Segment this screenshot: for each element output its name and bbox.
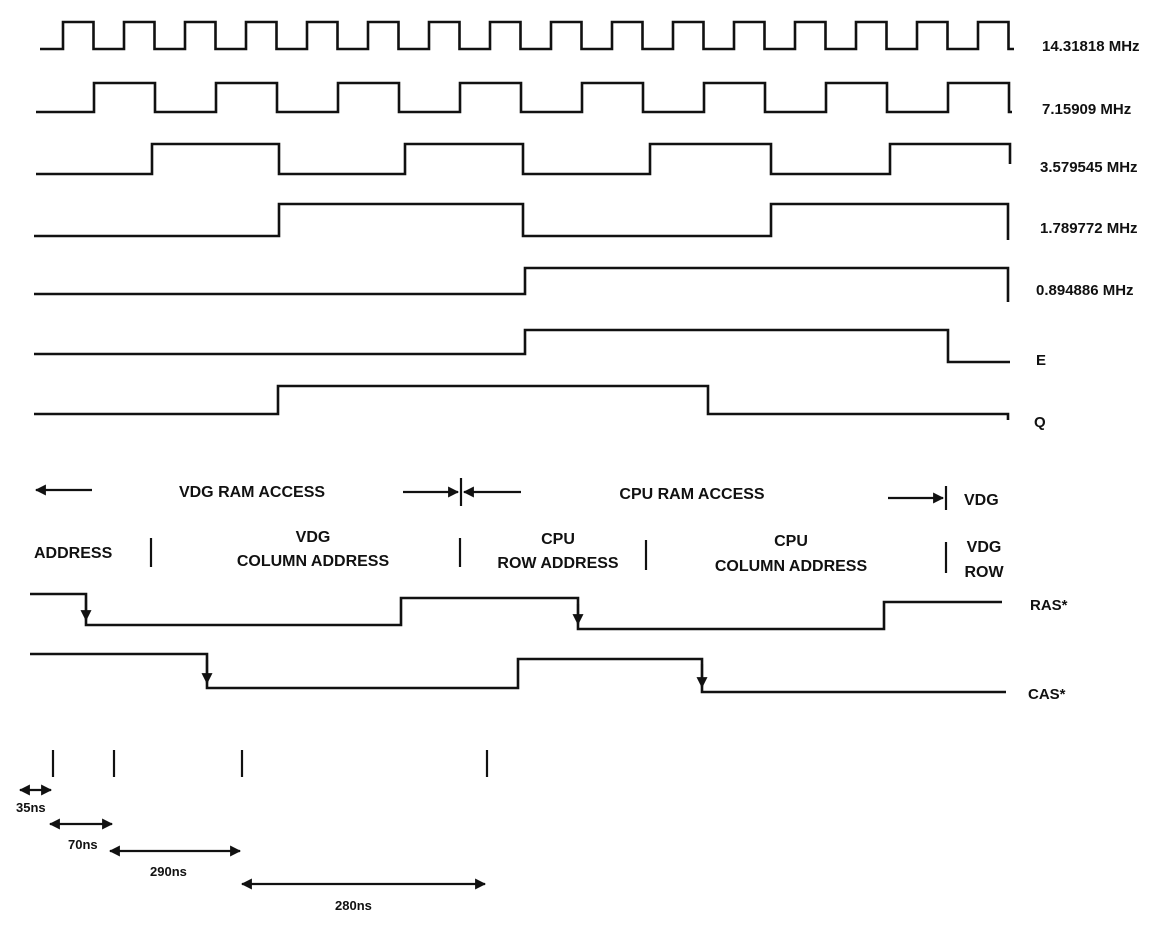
signal-label-14mhz: 14.31818 MHz (1042, 38, 1140, 55)
timing-280ns-label: 280ns (335, 898, 372, 913)
ras-label: RAS* (1030, 597, 1068, 614)
vdg-row-line2: ROW (964, 564, 1004, 581)
vdg-column-address-line2: COLUMN ADDRESS (237, 553, 390, 570)
timing-35ns-label: 35ns (16, 800, 46, 815)
q-signal-waveform (34, 384, 1010, 420)
cpu-ram-access-label: CPU RAM ACCESS (619, 486, 765, 503)
signal-label-1mhz: 1.789772 MHz (1040, 220, 1138, 237)
vdg-column-address-line1: VDG (296, 529, 331, 546)
vdg-ram-access-label: VDG RAM ACCESS (179, 484, 325, 501)
timing-290ns-label: 290ns (150, 864, 187, 879)
cpu-row-address-line2: ROW ADDRESS (497, 555, 619, 572)
clock-1mhz-waveform (34, 202, 1010, 240)
cpu-row-address-line1: CPU (541, 531, 575, 548)
clock-0mhz-waveform (34, 266, 1010, 302)
cpu-column-address-line2: COLUMN ADDRESS (715, 558, 868, 575)
clock-14mhz-waveform (40, 20, 1014, 51)
vdg-next-access-label: VDG (964, 492, 999, 509)
cas-waveform (30, 652, 1006, 694)
cpu-column-address-line1: CPU (774, 533, 808, 550)
e-signal-waveform (34, 328, 1010, 364)
signal-label-0mhz: 0.894886 MHz (1036, 282, 1134, 299)
clock-7mhz-waveform (36, 81, 1012, 114)
ras-waveform (30, 592, 1002, 631)
cas-label: CAS* (1028, 686, 1066, 703)
signal-label-3mhz: 3.579545 MHz (1040, 159, 1138, 176)
clock-3mhz-waveform (36, 142, 1012, 176)
signal-label-q: Q (1034, 414, 1046, 431)
vdg-row-line1: VDG (967, 539, 1002, 556)
signal-label-7mhz: 7.15909 MHz (1042, 101, 1131, 118)
timing-70ns-label: 70ns (68, 837, 98, 852)
signal-label-e: E (1036, 352, 1046, 369)
address-label: ADDRESS (34, 545, 113, 562)
